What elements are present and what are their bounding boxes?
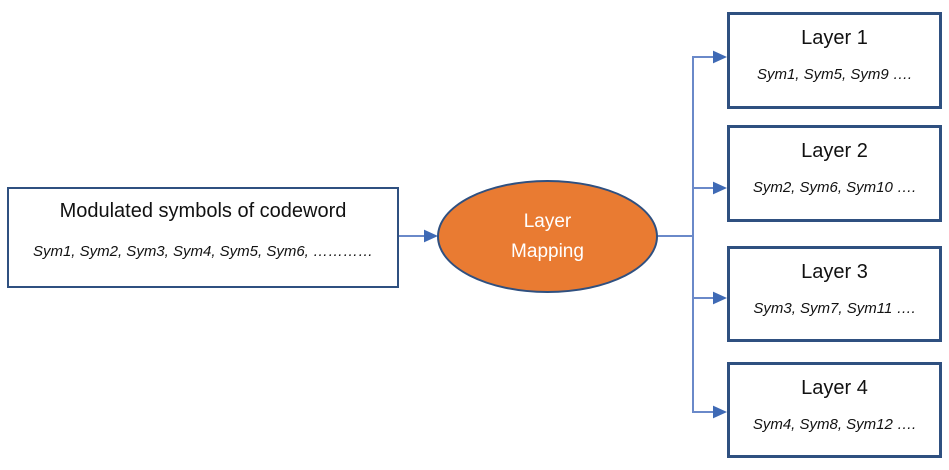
layer1-title: Layer 1: [801, 27, 868, 49]
layer4-title: Layer 4: [801, 377, 868, 399]
layer2-title: Layer 2: [801, 140, 868, 162]
codeword-box: Modulated symbols of codeword Sym1, Sym2…: [7, 187, 399, 288]
layer3-box: Layer 3 Sym3, Sym7, Sym11 ….: [727, 246, 942, 342]
branch-arrowhead-layer2-icon: [713, 181, 727, 195]
layer3-symbols: Sym3, Sym7, Sym11 ….: [753, 300, 916, 317]
branch-arrowhead-layer1-icon: [713, 50, 727, 64]
branch-arrowhead-layer3-icon: [713, 291, 727, 305]
layer3-title: Layer 3: [801, 261, 868, 283]
codeword-box-symbols: Sym1, Sym2, Sym3, Sym4, Sym5, Sym6, …………: [32, 243, 374, 260]
branch-arrowhead-layer4-icon: [713, 405, 727, 419]
codeword-box-title: Modulated symbols of codeword: [59, 200, 347, 222]
layer1-symbols: Sym1, Sym5, Sym9 ….: [756, 66, 913, 83]
layer-mapping-ellipse: Layer Mapping: [437, 180, 658, 293]
layer1-box: Layer 1 Sym1, Sym5, Sym9 ….: [727, 12, 942, 109]
layer4-symbols: Sym4, Sym8, Sym12 ….: [752, 416, 917, 433]
input-arrowhead-icon: [424, 229, 438, 243]
layer4-box: Layer 4 Sym4, Sym8, Sym12 ….: [727, 362, 942, 458]
layer2-symbols: Sym2, Sym6, Sym10 ….: [752, 179, 917, 196]
layer-mapping-label-line2: Mapping: [511, 240, 584, 262]
layer-mapping-label-line1: Layer: [523, 210, 572, 232]
layer2-box: Layer 2 Sym2, Sym6, Sym10 ….: [727, 125, 942, 222]
